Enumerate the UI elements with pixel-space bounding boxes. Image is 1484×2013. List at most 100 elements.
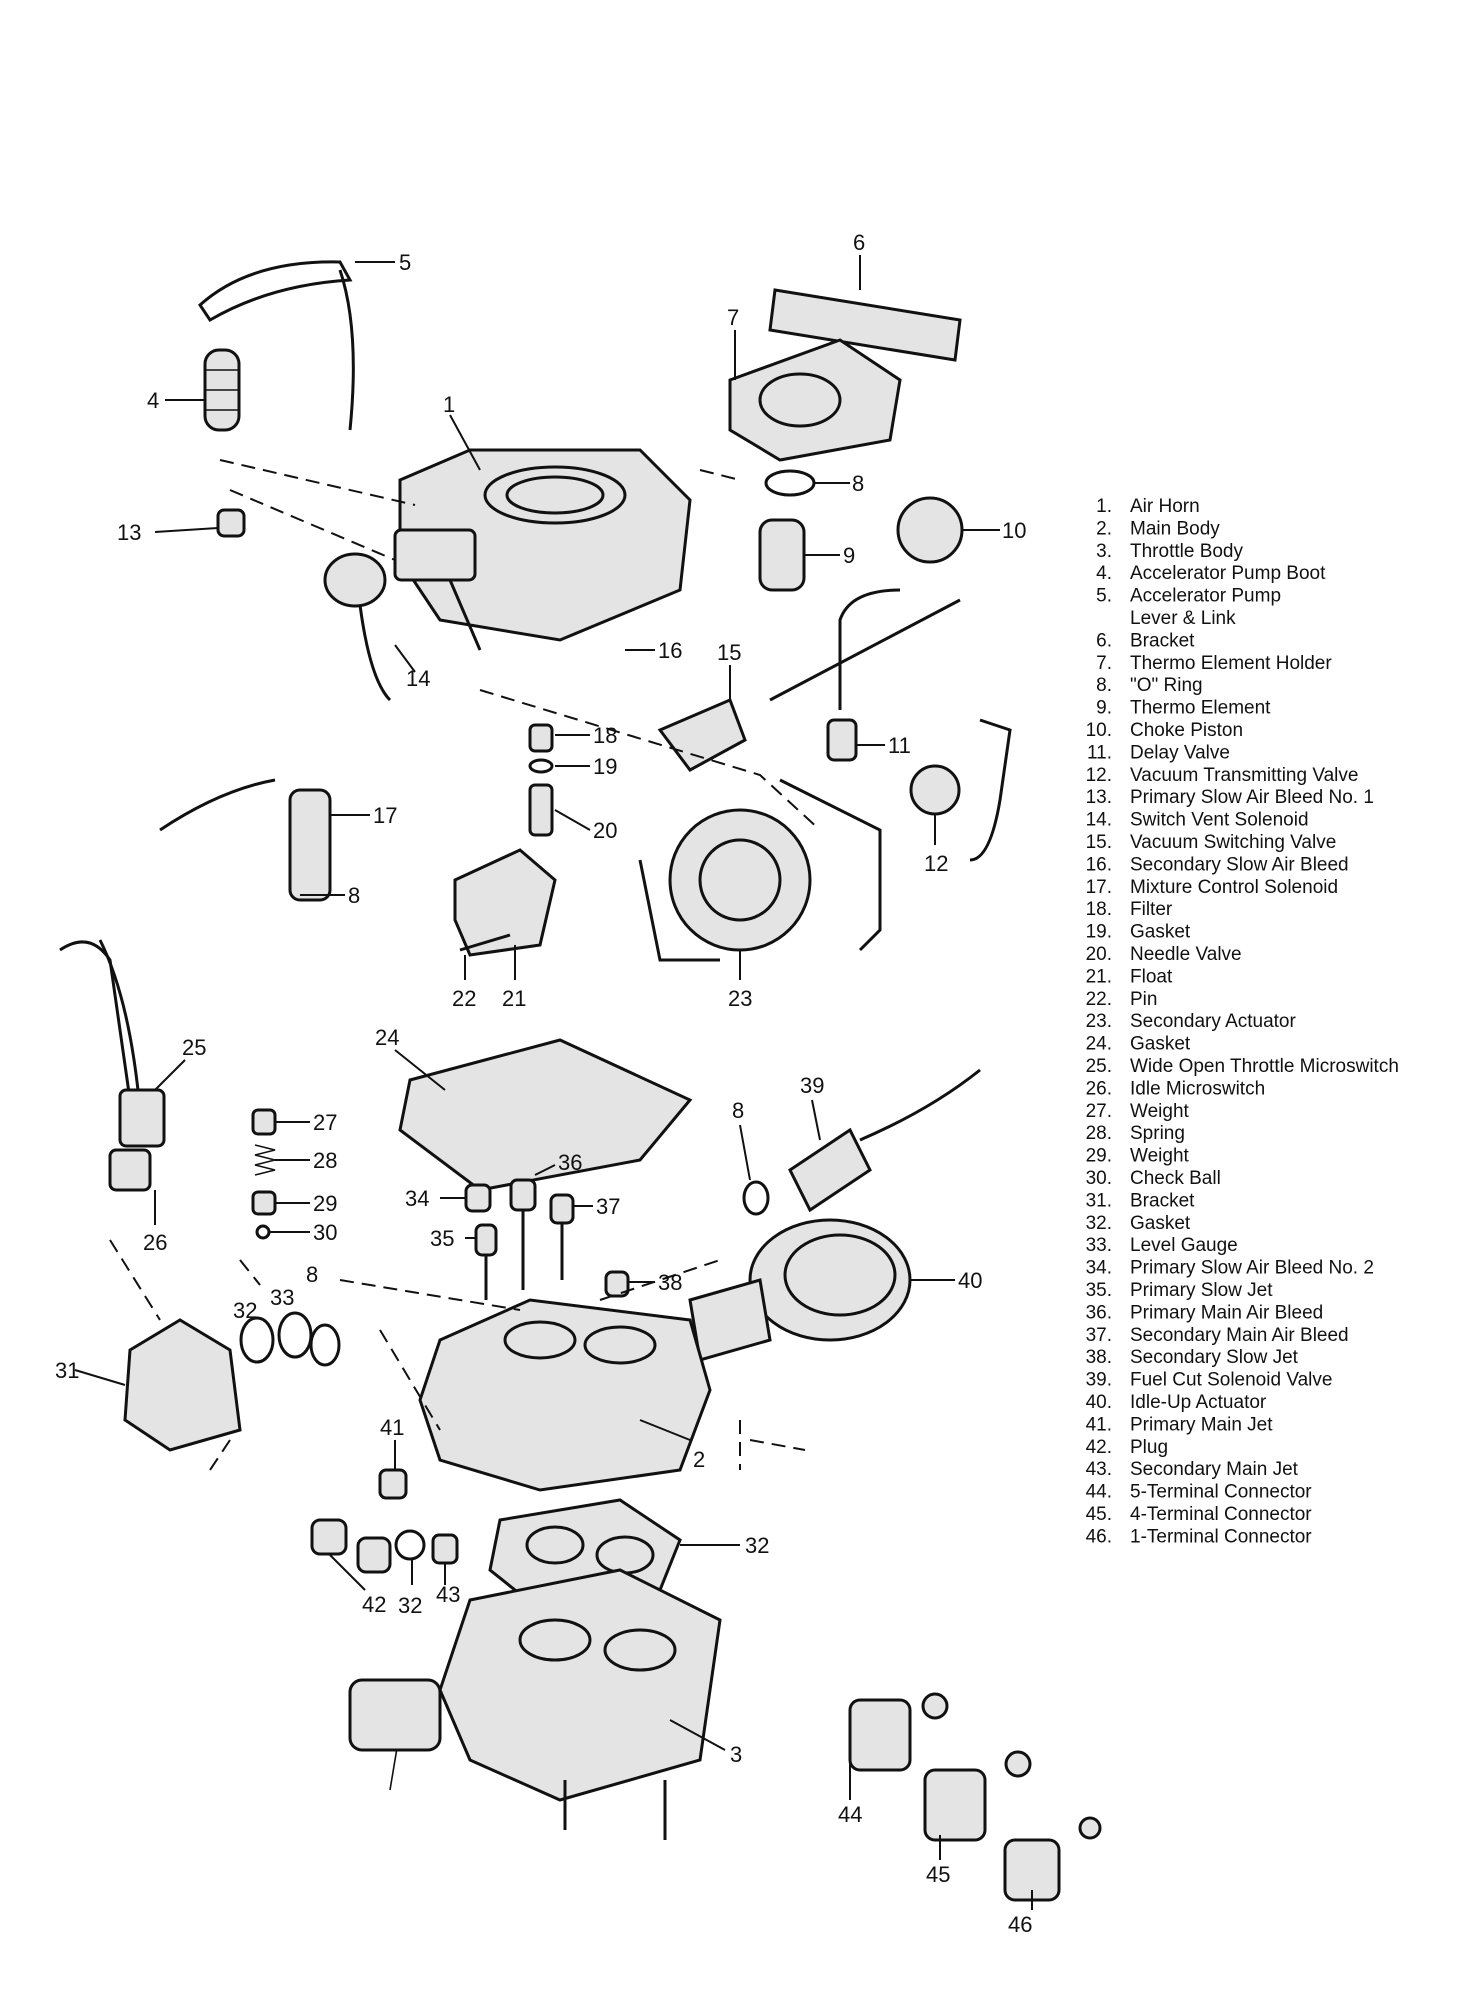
legend-number: 7.: [1096, 653, 1112, 674]
legend-number: 29.: [1086, 1146, 1112, 1167]
callout-26: 26: [143, 1230, 167, 1255]
legend-number: 28.: [1086, 1123, 1112, 1144]
callout-1: 1: [443, 392, 455, 417]
legend-label: Plug: [1130, 1437, 1168, 1458]
callout-32: 32: [233, 1298, 257, 1323]
callout-11: 11: [888, 733, 911, 758]
legend-number: 26.: [1086, 1078, 1112, 1099]
callout-8b: 8: [348, 883, 360, 908]
legend-number: 9.: [1096, 698, 1112, 719]
legend-number: 4.: [1096, 563, 1112, 584]
legend-number: 22.: [1086, 989, 1112, 1010]
legend-number: 5.: [1096, 586, 1112, 607]
callout-13: 13: [117, 520, 141, 545]
legend-label: Choke Piston: [1130, 720, 1243, 741]
legend-label: Idle Microswitch: [1130, 1078, 1265, 1099]
legend-number: 33.: [1086, 1235, 1112, 1256]
callout-33: 33: [270, 1285, 294, 1310]
callout-43: 43: [436, 1582, 460, 1607]
legend-label: Idle-Up Actuator: [1130, 1392, 1267, 1413]
legend-number: 2.: [1096, 518, 1112, 539]
callout-23: 23: [728, 986, 752, 1011]
legend-number: 44.: [1086, 1482, 1112, 1503]
legend-number: 31.: [1086, 1190, 1112, 1211]
legend-label: Bracket: [1130, 1190, 1195, 1211]
callout-41: 41: [380, 1415, 404, 1440]
callout-25: 25: [182, 1035, 206, 1060]
legend-number: 39.: [1086, 1370, 1112, 1391]
callout-8c: 8: [732, 1098, 744, 1123]
callout-46: 46: [1008, 1912, 1032, 1937]
legend-label: Secondary Slow Air Bleed: [1130, 854, 1349, 875]
alignment-lines: [109, 459, 821, 1471]
callout-5: 5: [399, 250, 411, 275]
callout-38: 38: [658, 1270, 682, 1295]
legend-label: Check Ball: [1130, 1168, 1221, 1189]
legend-label: Main Body: [1130, 518, 1220, 539]
legend-number: 13.: [1086, 787, 1112, 808]
legend-label: Thermo Element Holder: [1130, 653, 1332, 674]
callout-16: 16: [658, 638, 682, 663]
callout-21: 21: [502, 986, 526, 1011]
legend-label: Secondary Slow Jet: [1130, 1347, 1299, 1368]
callout-3: 3: [730, 1742, 742, 1767]
callout-7: 7: [727, 305, 739, 330]
legend-number: 43.: [1086, 1459, 1112, 1480]
legend-number: 23.: [1086, 1011, 1112, 1032]
legend-label: Weight: [1130, 1101, 1190, 1122]
legend-number: 45.: [1086, 1504, 1112, 1525]
callout-15: 15: [717, 640, 741, 665]
legend-number: 46.: [1086, 1526, 1112, 1547]
legend-number: 1.: [1096, 496, 1112, 517]
callout-36: 36: [558, 1150, 582, 1175]
legend-number: 19.: [1086, 922, 1112, 943]
legend-label: Spring: [1130, 1123, 1185, 1144]
legend-label: Fuel Cut Solenoid Valve: [1130, 1370, 1332, 1391]
callout-32b: 32: [745, 1533, 769, 1558]
legend-label: Primary Main Air Bleed: [1130, 1302, 1323, 1323]
legend-label: "O" Ring: [1130, 675, 1203, 696]
parts-illustration: [59, 260, 1102, 1902]
callout-35: 35: [430, 1226, 454, 1251]
legend-label: 1-Terminal Connector: [1130, 1526, 1312, 1547]
legend-number: 25.: [1086, 1056, 1112, 1077]
callout-2: 2: [693, 1447, 705, 1472]
callout-28: 28: [313, 1148, 337, 1173]
callout-6: 6: [853, 230, 865, 255]
callout-34: 34: [405, 1186, 429, 1211]
legend-label: Primary Slow Air Bleed No. 1: [1130, 787, 1374, 808]
callout-27: 27: [313, 1110, 337, 1135]
legend-number: 40.: [1086, 1392, 1112, 1413]
legend-number: 35.: [1086, 1280, 1112, 1301]
legend-label: Air Horn: [1130, 496, 1200, 517]
legend-label: Delay Valve: [1130, 742, 1230, 763]
callout-4: 4: [147, 388, 159, 413]
legend-number: 8.: [1096, 675, 1112, 696]
legend-label: Bracket: [1130, 630, 1195, 651]
callout-9: 9: [843, 543, 855, 568]
callout-12: 12: [924, 851, 948, 876]
legend-label: Gasket: [1130, 1034, 1191, 1055]
legend-label: Wide Open Throttle Microswitch: [1130, 1056, 1399, 1077]
legend-label: Secondary Actuator: [1130, 1011, 1296, 1032]
callout-19: 19: [593, 754, 617, 779]
legend-number: 21.: [1086, 966, 1112, 987]
legend-number: 11.: [1087, 742, 1112, 763]
callout-8: 8: [852, 471, 864, 496]
callout-numbers: 1 2 3 4 5 6 7 8 8 8 8 9 10 11 12 13 14 1…: [55, 230, 1032, 1937]
legend-number: 34.: [1086, 1258, 1112, 1279]
legend-label: Needle Valve: [1130, 944, 1242, 965]
legend-number: 12.: [1086, 765, 1112, 786]
legend-number: 30.: [1086, 1168, 1112, 1189]
callout-29: 29: [313, 1191, 337, 1216]
legend-number: 14.: [1086, 810, 1112, 831]
legend-label: Secondary Main Air Bleed: [1130, 1325, 1349, 1346]
legend-number: 37.: [1086, 1325, 1112, 1346]
legend-label: Primary Slow Air Bleed No. 2: [1130, 1258, 1374, 1279]
legend-label: Primary Slow Jet: [1130, 1280, 1273, 1301]
callout-45: 45: [926, 1862, 950, 1887]
legend-number: 3.: [1096, 541, 1112, 562]
legend-number: 10.: [1086, 720, 1112, 741]
callout-18: 18: [593, 723, 617, 748]
callout-40: 40: [958, 1268, 982, 1293]
